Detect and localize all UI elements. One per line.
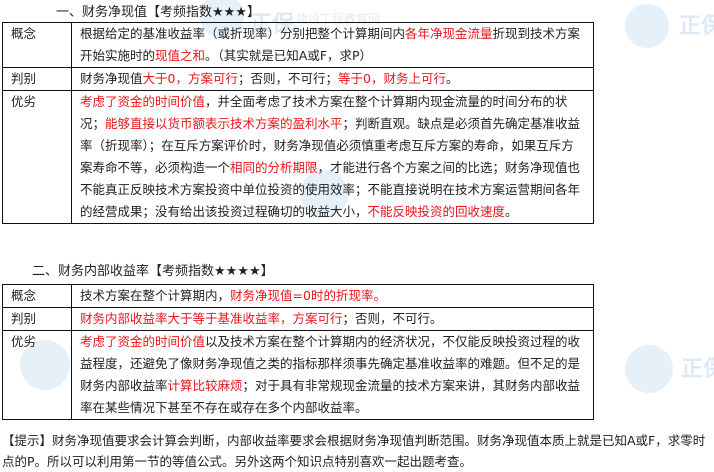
body-text: ；否则，不可行；: [237, 71, 338, 86]
table-row: 概念技术方案在整个计算期内，财务净现值=0时的折现率。: [2, 284, 594, 308]
highlight-text: 现值之和: [155, 48, 206, 63]
body-text: ；否则，不可行。: [342, 311, 443, 326]
body-text: ，并全面考虑了技术方案在整个计算期内现金流量的时间分布的状况；: [80, 94, 568, 131]
table-row: 优劣考虑了资金的时间价值以及技术方案在整个计算期内的经济状况，不仅能反映投资过程…: [2, 330, 594, 420]
table-row: 优劣考虑了资金的时间价值，并全面考虑了技术方案在整个计算期内现金流量的时间分布的…: [2, 90, 594, 224]
row-content: 财务净现值大于0，方案可行；否则，不可行；等于0，财务上可行。: [71, 67, 594, 91]
row-label: 优劣: [2, 330, 72, 420]
row-label: 判别: [2, 67, 72, 91]
body-text: 折现到技术方案开始实施时的: [80, 26, 581, 63]
highlight-text: 相同的分析期限: [230, 160, 318, 175]
highlight-text: 不能反映投资的回收速度: [367, 204, 506, 219]
body-text: 。（其实就是已知A或F，求P）: [205, 48, 373, 63]
section2-table-body: 概念技术方案在整个计算期内，财务净现值=0时的折现率。判别财务内部收益率大于等于…: [2, 284, 594, 420]
tip-paragraph: 【提示】财务净现值要求会计算会判断，内部收益率要求会根据财务净现值判断范围。财务…: [2, 433, 706, 469]
row-label: 优劣: [2, 90, 72, 224]
row-content: 财务内部收益率大于等于基准收益率，方案可行；否则，不可行。: [71, 307, 594, 331]
highlight-text: 等于0，财务上可行: [338, 71, 446, 86]
body-text: 根据给定的基准收益率（或折现率）分别把整个计算期间内: [80, 26, 406, 41]
watermark-logo-icon: [625, 345, 673, 393]
highlight-text: 考虑了资金的时间价值: [80, 334, 206, 349]
table-row: 概念根据给定的基准收益率（或折现率）分别把整个计算期间内各年净现金流量折现到技术…: [2, 22, 594, 68]
highlight-text: 考虑了资金的时间价值: [80, 94, 206, 109]
highlight-text: 能够直接以货币额表示技术方案的盈利水平: [105, 116, 343, 131]
table-row: 判别财务内部收益率大于等于基准收益率，方案可行；否则，不可行。: [2, 307, 594, 331]
row-label: 判别: [2, 307, 72, 331]
row-label: 概念: [2, 284, 72, 308]
section1-title: 一、财务净现值【考频指数★★★】: [56, 5, 260, 20]
highlight-text: 财务净现值=0时的折现率。: [230, 288, 386, 303]
table-row: 判别财务净现值大于0，方案可行；否则，不可行；等于0，财务上可行。: [2, 67, 594, 91]
watermark-brand: 正保: [681, 357, 714, 382]
section1-table: 概念根据给定的基准收益率（或折现率）分别把整个计算期间内各年净现金流量折现到技术…: [2, 22, 594, 224]
row-label: 概念: [2, 22, 72, 68]
body-text: ；判断直观。缺点是必须首先确定基准收益率（折现率）；在互斥方案评价时，财务净现值…: [80, 116, 581, 175]
watermark-top-right: 正保: [625, 0, 714, 50]
body-text: 技术方案在整个计算期内，: [80, 288, 231, 303]
body-text: 。: [445, 71, 459, 86]
row-content: 考虑了资金的时间价值以及技术方案在整个计算期内的经济状况，不仅能反映投资过程的收…: [71, 330, 594, 420]
body-text: ，才能进行各个方案之间的比选；财务净现值也不能真正反映技术方案投资中单位投资的使…: [80, 160, 581, 219]
row-content: 根据给定的基准收益率（或折现率）分别把整个计算期间内各年净现金流量折现到技术方案…: [71, 22, 594, 68]
highlight-text: 大于0，方案可行: [142, 71, 238, 86]
highlight-text: 计算比较麻烦: [167, 378, 243, 393]
body-text: 以及技术方案在整个计算期内的经济状况，不仅能反映投资过程的收益程度，还避免了像财…: [80, 334, 581, 393]
watermark-logo-icon: [625, 4, 669, 48]
section2-title: 二、财务内部收益率【考频指数★★★★】: [32, 264, 274, 279]
row-content: 技术方案在整个计算期内，财务净现值=0时的折现率。: [71, 284, 594, 308]
body-text: 财务净现值: [80, 71, 143, 86]
highlight-text: 各年净现金流量: [405, 26, 493, 41]
highlight-text: 财务内部收益率大于等于基准收益率，方案可行: [80, 311, 343, 326]
body-text: 。: [505, 204, 518, 219]
body-text: ；对于具有非常规现金流量的技术方案来讲，其财务内部收益率在某些情况下甚至不存在或…: [80, 378, 581, 415]
row-content: 考虑了资金的时间价值，并全面考虑了技术方案在整个计算期内现金流量的时间分布的状况…: [71, 90, 594, 224]
watermark-brand: 正保: [679, 14, 714, 39]
watermark-bottom-right: 正保: [625, 345, 714, 395]
